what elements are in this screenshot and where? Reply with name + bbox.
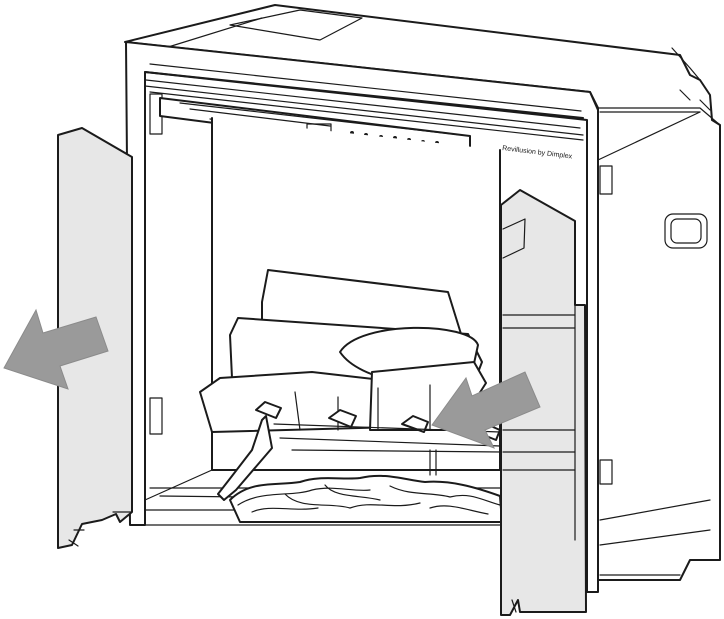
left-bracket-bottom [149,397,163,435]
left-arrow-icon [3,308,109,390]
right-bracket-top [599,165,613,195]
grate [217,401,503,501]
ember-bed [229,474,503,523]
right-panel [500,189,587,616]
right-bracket-bottom [599,459,613,485]
handle-cutout [664,213,708,249]
right-arrow-icon [431,371,541,449]
front-frame [125,41,613,593]
brand-label: Revillusion by Dimplex [502,145,573,161]
